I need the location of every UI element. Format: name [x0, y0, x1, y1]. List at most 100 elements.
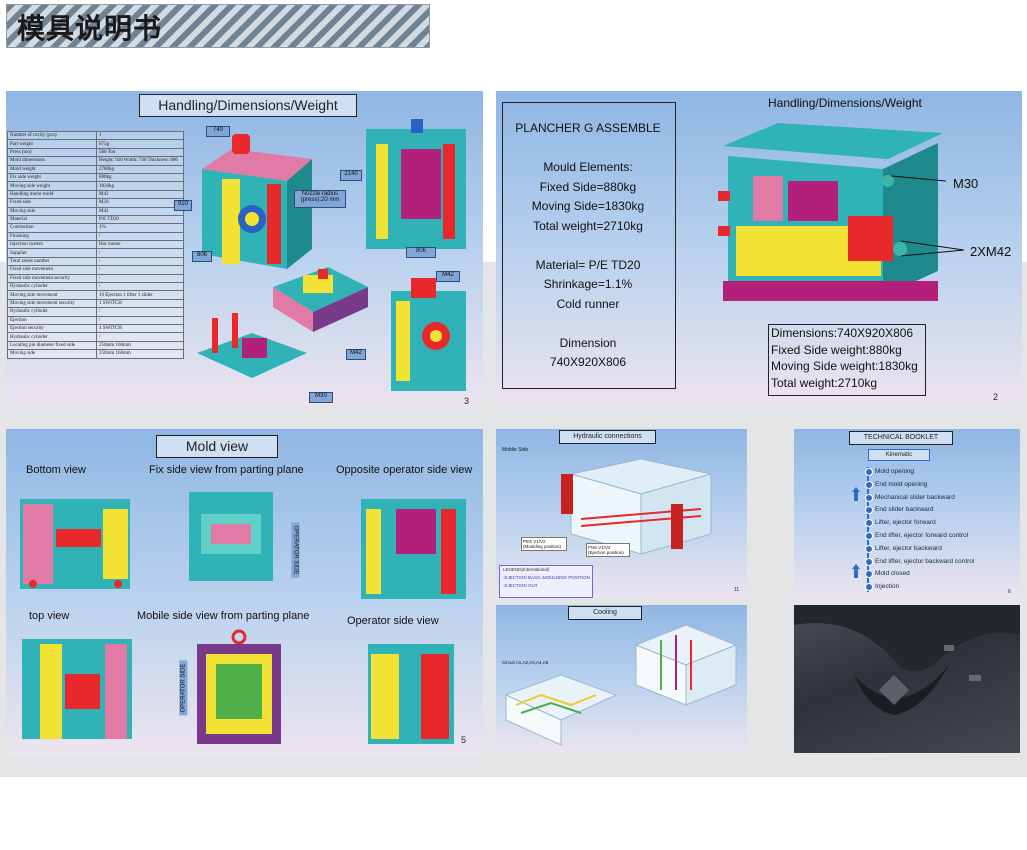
spec-value-cell: / — [96, 273, 184, 284]
step-label: End mold opening — [875, 480, 928, 488]
spec-line — [502, 314, 674, 334]
page-number: 11 — [734, 587, 740, 593]
kinematic-step: Mechanical slider backward — [865, 493, 955, 502]
spec-label-cell: Press (ton) — [7, 147, 97, 158]
table-row: Total zones number/ — [7, 256, 184, 267]
slide-cooling[interactable]: Cooling Circuit A1,A2,A3,A4,A5 — [496, 605, 747, 753]
spec-line: Fixed Side=880kg — [539, 179, 637, 194]
step-dot-icon — [865, 583, 873, 592]
step-dot-icon — [865, 532, 873, 540]
spec-line: Dimension — [559, 335, 617, 350]
spec-label-cell: Handling motor mold — [7, 189, 97, 200]
slide-title: Mold view — [156, 435, 278, 458]
slide-title: Hydraulic connections — [559, 430, 656, 444]
spec-line: Cold runner — [556, 296, 620, 311]
spec-value-cell: P/E TD20 — [96, 214, 184, 225]
spec-label-cell: Material — [7, 214, 97, 225]
spec-label-cell: Finishing — [7, 231, 97, 242]
spec-line: Material= P/E TD20 — [535, 257, 641, 272]
operator-side-tag-1: OPERATOR SIDE — [291, 522, 300, 578]
view-label-mobile-side: Mobile side view from parting plane — [137, 610, 310, 622]
page-number: 2 — [993, 392, 999, 402]
slide-mold-view[interactable]: Mold view Bottom view Fix side view from… — [6, 429, 483, 754]
kinematic-step: Lifter, ejector backward — [865, 544, 942, 553]
kinematic-step: End slider backward — [865, 506, 934, 515]
spec-value-cell: / — [96, 315, 184, 326]
spec-line: Total weight=2710kg — [533, 218, 643, 233]
slide-title: Handling/Dimensions/Weight — [139, 94, 357, 117]
tag-m30: M30 — [309, 392, 333, 403]
callout-fns: FNS V1/V2 (Ejection position) — [586, 543, 630, 557]
slide-title: Handling/Dimensions/Weight — [768, 96, 922, 110]
table-row: Press (ton)580 Ton — [7, 147, 184, 158]
callout-pes: PES V1/V2 (Moulding position) — [521, 537, 567, 551]
slide-hydraulic-connections[interactable]: Hydraulic connections Mobile Side PES V1… — [496, 429, 747, 599]
step-dot-icon — [865, 544, 873, 553]
spec-value-cell: 1 SWITCH — [96, 298, 184, 309]
step-dot-icon — [865, 557, 873, 566]
kinematic-step: Lifter, ejector forward — [865, 519, 936, 528]
up-arrow-icon — [852, 487, 860, 501]
view-label-operator-side: Operator side view — [347, 615, 439, 627]
slide-title: TECHNICAL BOOKLET — [849, 431, 953, 445]
spec-line: Shrinkage=1.1% — [543, 277, 633, 291]
mobile-side-label: Mobile Side — [502, 447, 529, 453]
step-label: End lifter, ejector backward control — [875, 557, 975, 565]
spec-line: Moving Side=1830kg — [531, 199, 645, 213]
step-dot-icon — [865, 493, 873, 502]
spec-label-cell: Contraction — [7, 223, 97, 233]
step-label: Mold opening — [875, 468, 915, 475]
spec-value-cell: 1 — [96, 130, 184, 141]
spec-label-cell: Fix side weight — [7, 172, 97, 183]
legend-ejection-back: -EJECTION BACK=MOULDING POSITION — [503, 575, 590, 580]
spec-label-cell: Fixed side movement — [7, 265, 97, 275]
spec-label-cell: Injection system — [7, 240, 97, 250]
photo-detail — [794, 605, 1020, 715]
step-label: Mechanical slider backward — [875, 493, 955, 501]
spec-label-cell: Moving side movement — [7, 290, 97, 300]
page-number: 6 — [1008, 589, 1011, 595]
table-row: Hydraulic cylinder/ — [7, 332, 184, 342]
legend-ejection-out: -EJECTION OUT — [503, 583, 538, 588]
summary-line: Fixed Side weight:880kg — [771, 342, 902, 357]
spec-value-cell: / — [96, 307, 184, 317]
callout-lines — [890, 175, 965, 257]
slide-handling-dimensions[interactable]: Handling/Dimensions/Weight Number of cav… — [6, 91, 483, 405]
operator-side-tag-2: OPERATOR SIDE — [179, 660, 188, 716]
page-number: 3 — [464, 396, 470, 405]
opposite-operator-view-drawing — [361, 499, 466, 599]
cooling-drawing-right — [634, 624, 738, 706]
spec-label-cell: Number of cavity (pcs) — [7, 130, 97, 141]
step-label: Mold closed — [875, 570, 910, 578]
kinematic-step: Injection — [865, 583, 899, 592]
spec-value-cell: 4 SWITCH — [96, 323, 184, 334]
spec-value-cell: Height: 920 Width: 740 Thickness: 806 — [96, 156, 184, 166]
table-row: Hydraulic cylinder/ — [7, 307, 184, 317]
spec-value-cell: M42 — [96, 206, 184, 216]
spec-value-cell: / — [96, 282, 184, 292]
view-label-fix-side: Fix side view from parting plane — [149, 464, 304, 476]
spec-value-cell: 250mm 160mm — [96, 340, 184, 351]
circuit-label: Circuit A1,A2,A3,A4,A5 — [502, 660, 549, 665]
nozzle-radius-tag: Nozzle radius (press):20 mm — [294, 190, 346, 208]
spec-value-cell: / — [96, 332, 184, 342]
mold-part-photo — [794, 605, 1020, 753]
table-row: Supplier/ — [7, 248, 184, 258]
table-row: Hydraulic cylinder/ — [7, 282, 184, 292]
spec-label-cell: Fixed side — [7, 198, 97, 208]
table-row: Ejection/ — [7, 315, 184, 326]
mold-isometric-main — [202, 134, 312, 269]
mold-open-view — [273, 267, 368, 332]
spec-label-cell: Part weight — [7, 139, 97, 149]
spec-label-cell: Mold weight — [7, 164, 97, 174]
slide-technical-booklet[interactable]: TECHNICAL BOOKLET Kinematic Mold opening… — [794, 429, 1020, 599]
kinematic-step: Mold closed — [865, 570, 910, 579]
